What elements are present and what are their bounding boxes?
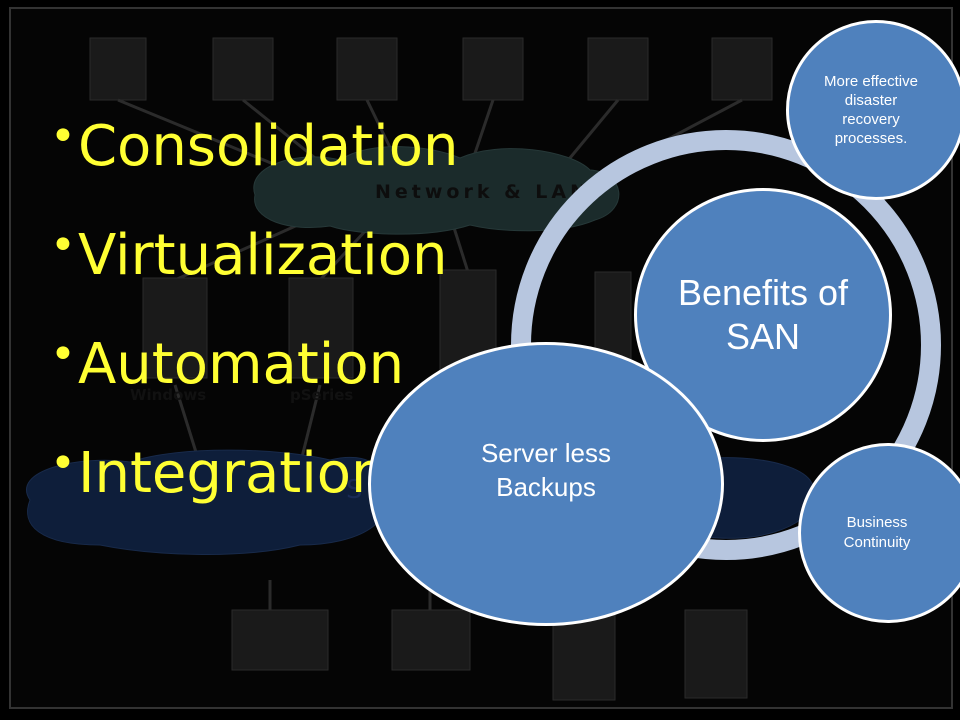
server-label-pseries: pSeries — [290, 386, 353, 404]
bullet-virtualization: •Virtualization — [50, 220, 448, 288]
benefits-of-san-label: Benefits of SAN — [677, 272, 849, 357]
network-cloud-label: Network & LANs — [375, 181, 605, 203]
bullet-dot: • — [50, 329, 76, 380]
server-less-backups-node: Server less Backups — [368, 342, 724, 626]
business-continuity-label: Business Continuity — [843, 514, 911, 551]
bullet-dot: • — [50, 220, 76, 271]
server-label-windows: Windows — [130, 386, 206, 404]
bullet-dot: • — [50, 111, 76, 162]
network-cloud — [253, 146, 620, 235]
storage-devices — [231, 599, 748, 701]
bullet-integration: •Integration — [50, 438, 387, 506]
disaster-recovery-label: More effective disaster recovery process… — [824, 73, 918, 147]
disaster-recovery-node: More effective disaster recovery process… — [786, 20, 960, 200]
bullet-automation: •Automation — [50, 329, 405, 397]
bullet-list: •Consolidation •Virtualization •Automati… — [50, 82, 459, 518]
server-less-backups-label: Server less Backups — [480, 438, 612, 502]
bullet-consolidation: •Consolidation — [50, 111, 459, 179]
bullet-dot: • — [50, 438, 76, 489]
client-computers — [89, 37, 773, 101]
business-continuity-node: Business Continuity — [798, 443, 960, 623]
san-cloud-label: S — [346, 475, 363, 505]
